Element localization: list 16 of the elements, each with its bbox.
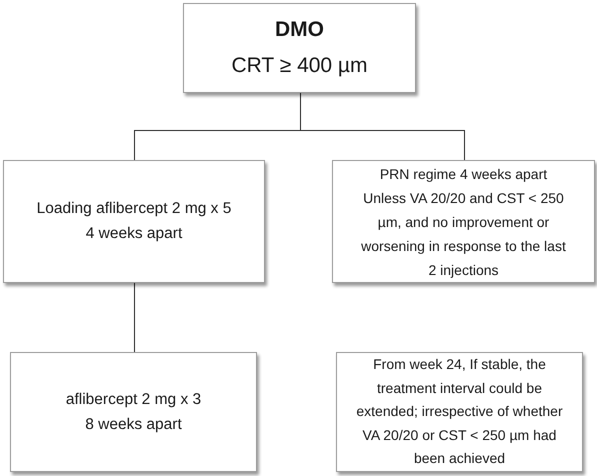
box-text: aflibercept 2 mg x 3 — [66, 390, 202, 410]
box-text: CRT ≥ 400 µm — [231, 53, 368, 79]
box-text: From week 24, If stable, the treatment interval could be extended; irrespective of whether VA 20/20 or CST < 250 µm had been achieved — [355, 355, 564, 468]
box-text: Loading aflibercept 2 mg x 5 — [36, 199, 232, 219]
box-text: PRN regime 4 weeks apart — [380, 164, 548, 184]
box-text: 8 weeks apart — [85, 414, 182, 434]
process-box — [183, 3, 416, 93]
connector-line — [134, 282, 135, 352]
box-text: 4 weeks apart — [86, 224, 182, 244]
process-box — [3, 160, 265, 283]
process-box — [332, 160, 595, 283]
process-box — [10, 352, 257, 472]
box-heading: DMO — [275, 17, 324, 43]
process-box — [336, 352, 583, 472]
box-text: Unless VA 20/20 and CST < 250 µm, and no improvement or worsening in response to the last 2 injections — [360, 188, 567, 280]
connector-line — [300, 92, 465, 160]
